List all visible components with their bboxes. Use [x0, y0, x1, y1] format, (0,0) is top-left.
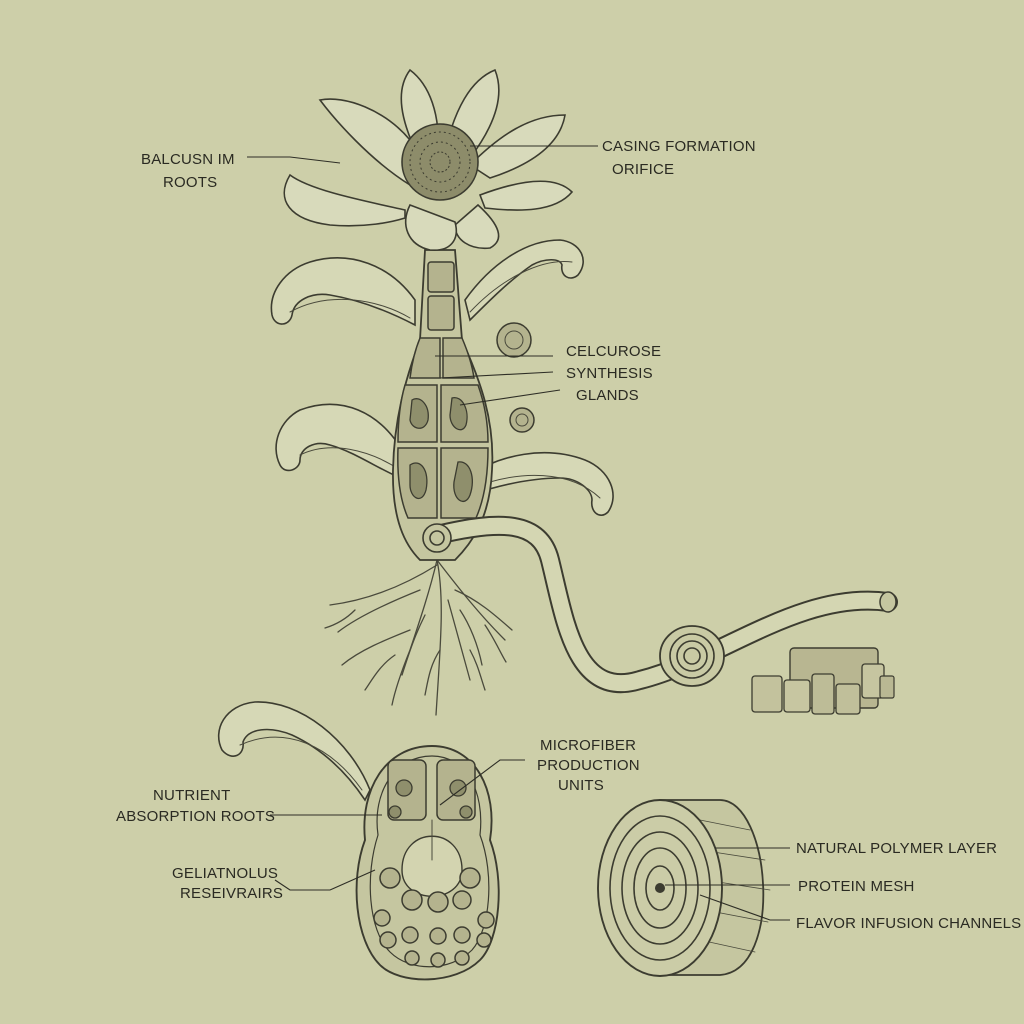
label-microfiber: MICROFIBER PRODUCTION UNITS: [537, 737, 644, 794]
flower-head: [283, 68, 574, 251]
casing-tube: [422, 515, 898, 693]
leaf-lower-left: [275, 403, 406, 482]
label-flavor-channels: FLAVOR INFUSION CHANNELS: [796, 915, 1021, 932]
root-cross-section: [217, 701, 500, 981]
stem-cells: [397, 261, 489, 519]
label-geliatnolus: GELIATNOLUS RESEIVRAIRS: [172, 865, 283, 902]
label-celcurose: CELCUROSE SYNTHESIS GLANDS: [566, 343, 666, 404]
leaf-upper-left: [270, 257, 416, 327]
label-protein-mesh: PROTEIN MESH: [798, 878, 915, 895]
label-nutrient: NUTRIENT ABSORPTION ROOTS: [116, 787, 275, 825]
main-plant: [270, 68, 898, 716]
leader-lines: [247, 145, 790, 921]
leaf-lower-right: [469, 451, 614, 516]
label-casing-orifice: CASING FORMATION ORIFICE: [602, 138, 760, 178]
label-natural-polymer: NATURAL POLYMER LAYER: [796, 840, 997, 857]
label-balcusn-roots: BALCUSN IM ROOTS: [141, 151, 239, 191]
leaf-upper-right: [464, 239, 584, 322]
root-system: [324, 559, 513, 716]
casing-cylinder: [597, 799, 771, 977]
floating-cells: [496, 322, 535, 433]
product-cluster: [751, 647, 895, 715]
section-leaf: [217, 701, 371, 802]
